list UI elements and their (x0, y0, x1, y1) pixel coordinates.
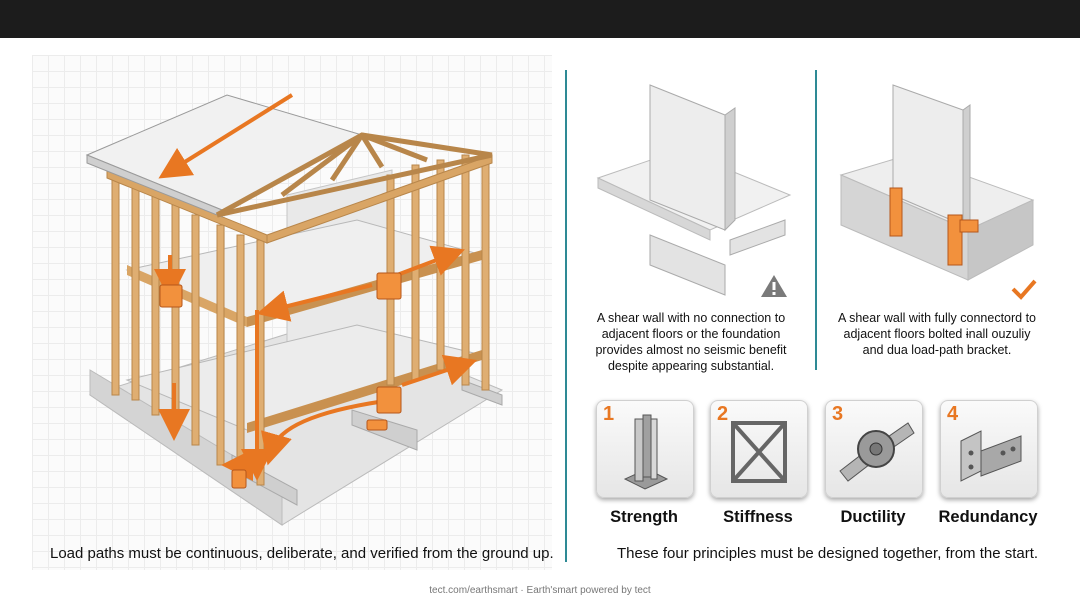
top-bar (0, 0, 1080, 38)
principle-card-ductility: 3 (825, 400, 923, 498)
wall-comparison-divider (815, 70, 817, 370)
house-frame-illustration (85, 93, 504, 526)
footer-credit: tect.com/earthsmart · Earth'smart powere… (429, 585, 651, 596)
principle-card-stiffness: 2 (710, 400, 808, 498)
principles-caption: These four principles must be designed t… (617, 545, 1039, 562)
roof-truss (215, 132, 493, 218)
main-divider (565, 70, 567, 562)
caption-line: despite appearing substantial. (607, 359, 775, 373)
caption-line: A shear wall with fully connectord to (837, 311, 1037, 325)
principle-label-ductility: Ductility (840, 508, 906, 526)
principle-number: 4 (947, 403, 959, 425)
connected-wall-caption: A shear wall with fully connectord to ad… (822, 310, 1052, 358)
load-path-caption: Load paths must be continuous, deliberat… (50, 545, 554, 562)
principle-number: 1 (603, 403, 615, 425)
house-illustration-panel (32, 55, 552, 570)
braced-frame-icon (731, 421, 787, 483)
disconnected-wall-caption: A shear wall with no connection to adjac… (576, 310, 806, 374)
caption-line: and dua load-path bracket. (862, 343, 1012, 357)
principle-number: 2 (717, 403, 729, 425)
principle-label-strength: Strength (610, 508, 678, 526)
hold-down-brackets (159, 272, 402, 489)
principle-label-stiffness: Stiffness (723, 508, 793, 526)
steel-column-icon (623, 414, 669, 490)
principle-number: 3 (832, 403, 844, 425)
principle-card-redundancy: 4 (940, 400, 1038, 498)
caption-line: adjacent floors or the foundation (601, 327, 781, 341)
left-wall-studs (111, 174, 265, 486)
connected-shear-wall-illustration (839, 84, 1035, 281)
caption-line: provides almost no seismic benefit (595, 343, 787, 357)
checkmark-icon (1011, 279, 1037, 300)
warning-icon (761, 275, 787, 297)
caption-line: adjacent floors bolted ɨnall ouzuliy (843, 327, 1031, 341)
pin-joint-icon (839, 422, 915, 482)
load-path-arrows (154, 93, 478, 481)
caption-line: A shear wall with no connection to (596, 311, 786, 325)
principle-label-redundancy: Redundancy (938, 508, 1038, 526)
disconnected-shear-wall-illustration (596, 84, 792, 296)
bracket-connector-icon (960, 430, 1022, 482)
principle-card-strength: 1 (596, 400, 694, 498)
